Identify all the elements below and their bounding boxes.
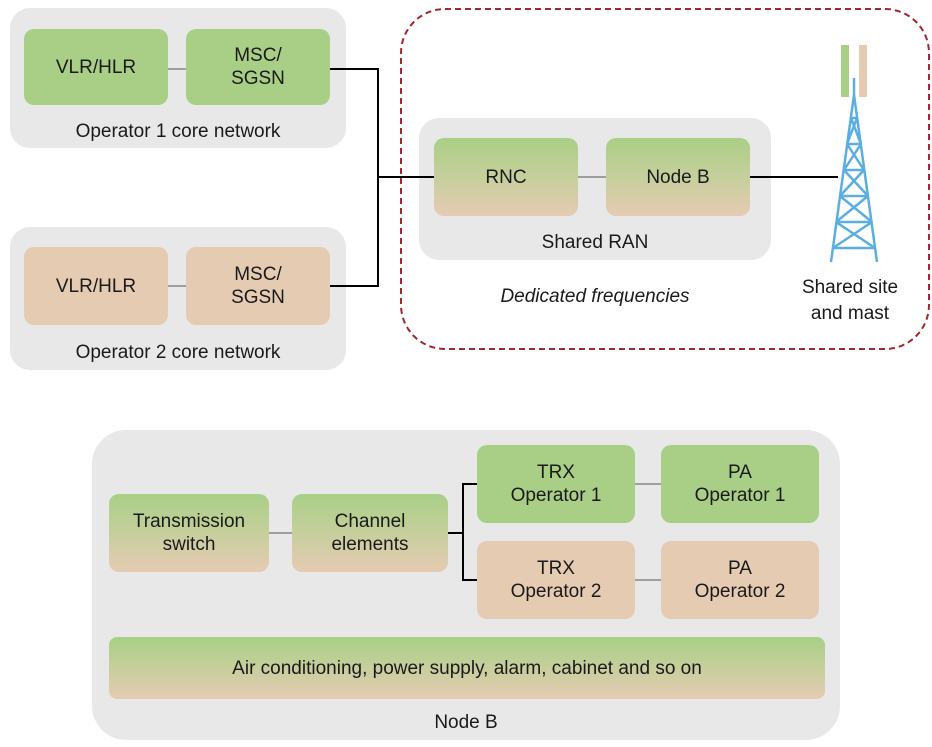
- trx-operator1-box: TRX Operator 1: [477, 445, 635, 523]
- channel-elements-box: Channel elements: [292, 494, 448, 572]
- antenna-mast-icon: [829, 45, 879, 263]
- air-conditioning-box: Air conditioning, power supply, alarm, c…: [109, 637, 825, 699]
- dedicated-frequencies-label: Dedicated frequencies: [500, 286, 690, 307]
- op2-to-ran-link: [330, 177, 379, 287]
- shared-ran-caption: Shared RAN: [541, 232, 649, 253]
- nodeb-detail-caption: Node B: [434, 712, 498, 733]
- op1-to-ran-link: [330, 68, 434, 178]
- trx-operator2-box: TRX Operator 2: [477, 541, 635, 619]
- operator1-core-network-caption: Operator 1 core network: [75, 121, 281, 142]
- operator2-msc-sgsn-box: MSC/ SGSN: [186, 247, 330, 325]
- operator2-core-network-caption: Operator 2 core network: [75, 342, 281, 363]
- operator1-vlr-hlr-box: VLR/HLR: [24, 29, 168, 105]
- nodeb-box: Node B: [606, 138, 750, 216]
- operator2-vlr-hlr-box: VLR/HLR: [24, 247, 168, 325]
- rnc-box: RNC: [434, 138, 578, 216]
- operator1-msc-sgsn-box: MSC/ SGSN: [186, 29, 330, 105]
- channel-trx-branch: [448, 483, 477, 581]
- shared-site-label: Shared site and mast: [801, 277, 899, 324]
- dedicated-region-border: [400, 8, 930, 350]
- pa-operator2-box: PA Operator 2: [661, 541, 819, 619]
- transmission-switch-box: Transmission switch: [109, 494, 269, 572]
- pa-operator1-box: PA Operator 1: [661, 445, 819, 523]
